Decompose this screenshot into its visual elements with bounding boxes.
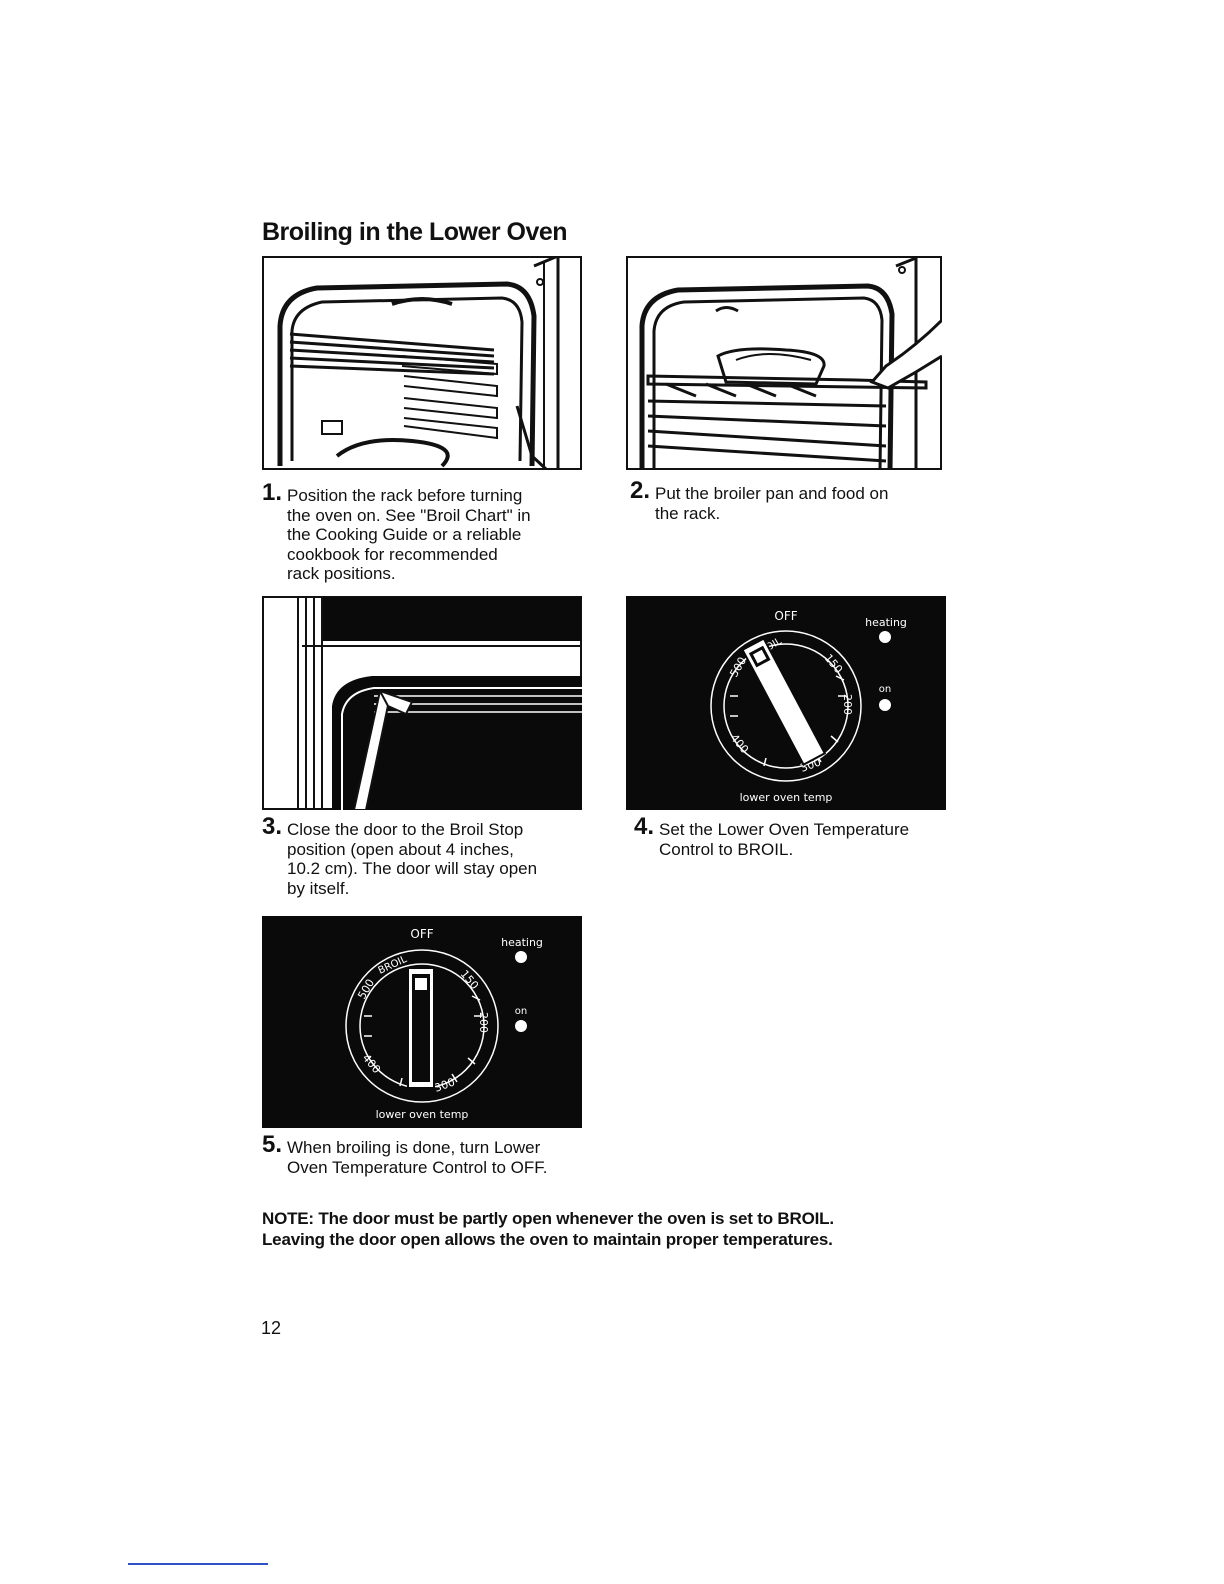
- step-text: Set the Lower Oven Temperature Control t…: [659, 820, 910, 859]
- on-label: on: [879, 684, 891, 695]
- dial-off-label: OFF: [410, 927, 433, 941]
- dial-off-label: OFF: [774, 609, 797, 623]
- step-number: 3.: [262, 813, 283, 840]
- figure-dial-broil: OFF heating on BROIL 500 150 200 400 300…: [626, 596, 946, 810]
- step-text: When broiling is done, turn Lower Oven T…: [287, 1138, 548, 1177]
- dial-caption: lower oven temp: [376, 1108, 469, 1121]
- broil-note: NOTE: The door must be partly open whene…: [262, 1209, 834, 1249]
- heating-label: heating: [865, 616, 907, 629]
- step-4: 4. Set the Lower Oven Temperature Contro…: [634, 813, 954, 864]
- figure-oven-racks: [262, 256, 582, 470]
- figure-door-broil-stop: [262, 596, 582, 810]
- step-text: Position the rack before turning the ove…: [287, 486, 531, 583]
- step-2: 2. Put the broiler pan and food on the r…: [630, 477, 950, 528]
- on-indicator-light: [879, 699, 891, 711]
- step-5: 5. When broiling is done, turn Lower Ove…: [262, 1131, 592, 1182]
- step-3: 3. Close the door to the Broil Stop posi…: [262, 813, 582, 902]
- step-text: Put the broiler pan and food on the rack…: [655, 484, 889, 523]
- step-number: 4.: [634, 813, 655, 840]
- step-1: 1. Position the rack before turning the …: [262, 479, 582, 586]
- dial-mark-200: 200: [477, 1012, 490, 1033]
- step-number: 2.: [630, 477, 651, 504]
- heating-indicator-light: [515, 951, 527, 963]
- page-number: 12: [261, 1318, 282, 1338]
- dial-mark-200: 200: [841, 694, 854, 715]
- dial-knob-pointer: [741, 637, 827, 766]
- dial-caption: lower oven temp: [740, 791, 833, 804]
- step-number: 1.: [262, 479, 283, 506]
- figure-broiler-pan: [626, 256, 942, 470]
- heating-indicator-light: [879, 631, 891, 643]
- step-text: Close the door to the Broil Stop positio…: [287, 820, 538, 898]
- heating-label: heating: [501, 936, 543, 949]
- footer-rule: [128, 1563, 268, 1565]
- step-number: 5.: [262, 1131, 283, 1158]
- on-label: on: [515, 1006, 527, 1017]
- page-title: Broiling in the Lower Oven: [262, 218, 568, 246]
- figure-dial-off: OFF heating on BROIL 500 150 200 400 300…: [262, 916, 582, 1128]
- on-indicator-light: [515, 1020, 527, 1032]
